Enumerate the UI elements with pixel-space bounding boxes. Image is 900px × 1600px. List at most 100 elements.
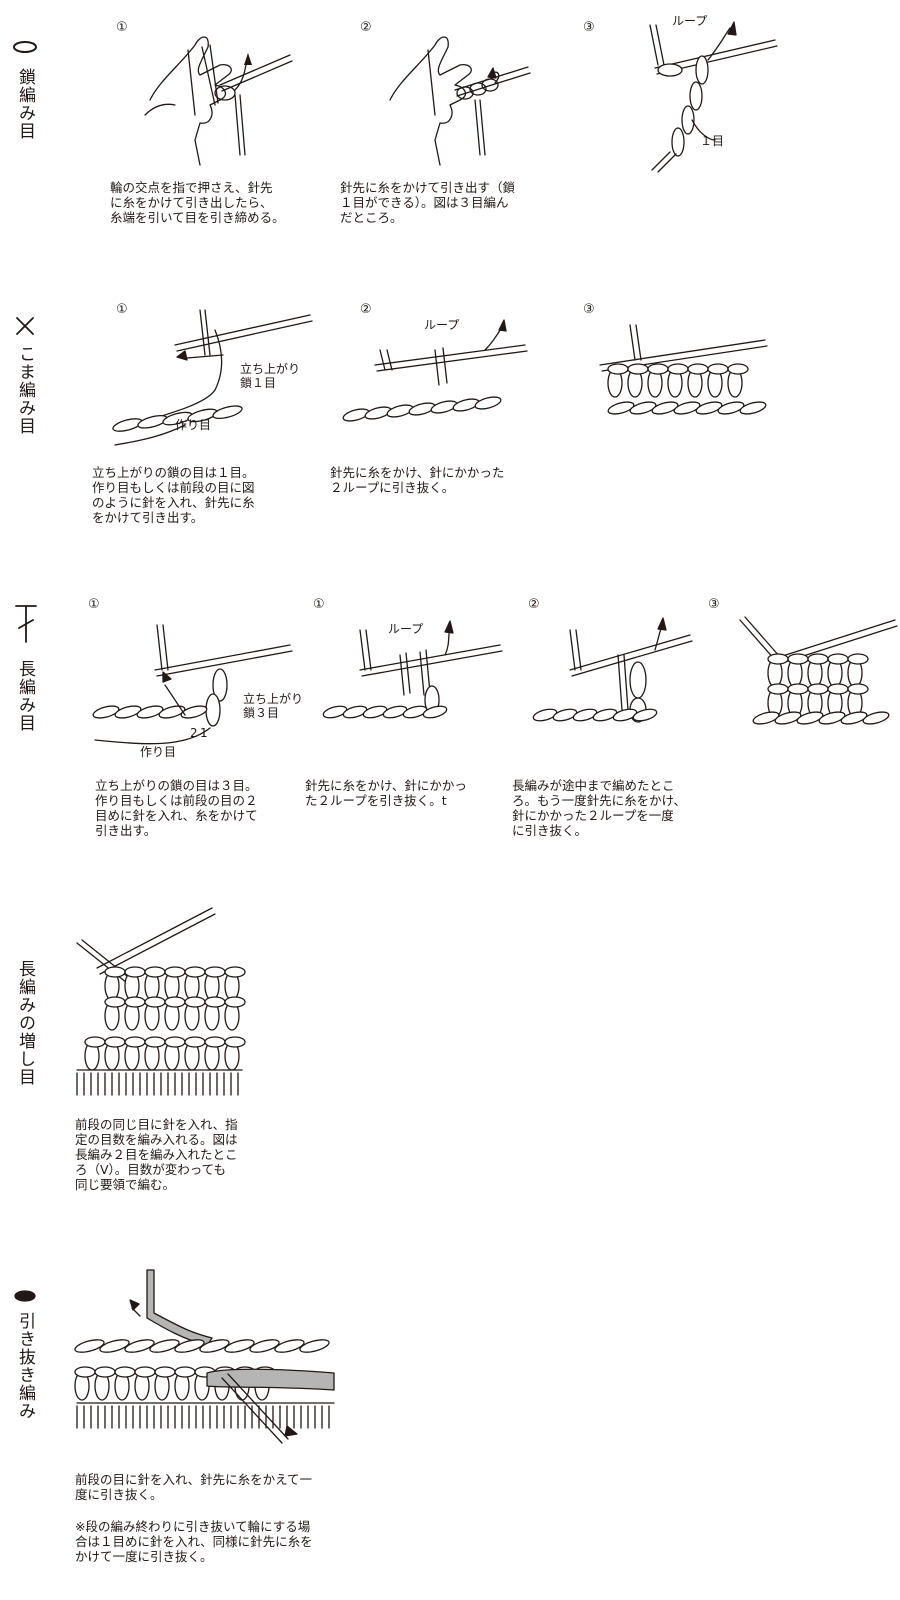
stitch-top [104, 1036, 126, 1048]
chain-stitch [99, 1339, 130, 1353]
chain-stitch [774, 711, 802, 725]
chain-illustration [649, 21, 778, 173]
double-crochet-illustration-3 [532, 617, 693, 723]
stitch-top [154, 1366, 176, 1378]
chain-stitch [607, 401, 635, 415]
chain-stitch [149, 1339, 180, 1353]
stitch-top [224, 1036, 246, 1048]
stitch-top [114, 1366, 136, 1378]
chain-stitch [673, 401, 701, 415]
stitch-top [164, 1036, 186, 1048]
stitch-top [84, 1036, 106, 1048]
note: ※段の編み終わりに引き抜いて輪にする場 合は１目めに針を入れ、同様に針先に糸を … [75, 1519, 313, 1564]
stitch-top [807, 683, 829, 695]
stitch-top [767, 683, 789, 695]
chain-stitch [739, 401, 767, 415]
step-number: ① [116, 302, 128, 317]
stitch-top [647, 363, 669, 375]
chain-stitch [382, 705, 408, 719]
stitch-top [174, 1366, 196, 1378]
chain-stitch [362, 705, 388, 719]
chain-stitch [717, 401, 745, 415]
chain-stitch [124, 1339, 155, 1353]
chain-stitch [629, 401, 657, 415]
chain-stitch [572, 708, 598, 722]
dc-increase-illustration [76, 907, 246, 1096]
section-title-chain: 鎖編み目 [15, 68, 35, 140]
stitch-top [827, 653, 849, 665]
single-crochet-illustration-1 [112, 309, 313, 446]
label-loop: ループ [388, 622, 424, 636]
chain-stitch [651, 401, 679, 415]
stitch-top [204, 1036, 226, 1048]
double-crochet-illustration-1 [92, 624, 293, 745]
caption: 長編みが途中まで編めたとこ ろ。もう一度針先に糸をかけ、 針にかかった２ループを… [512, 778, 687, 838]
caption: 前段の目に針を入れ、針先に糸をかえて一 度に引き抜く。 [75, 1472, 313, 1502]
slip-stitch-symbol-icon [14, 1290, 36, 1302]
stitch-top [184, 966, 206, 978]
stitch-top [707, 363, 729, 375]
label-foundation: 作り目 [140, 745, 177, 759]
stitch-top [104, 966, 126, 978]
chain-stitch [212, 405, 243, 420]
stitch-top [767, 653, 789, 665]
stitch-top [787, 653, 809, 665]
chain-stitch [158, 705, 186, 719]
label-turning-chain: 立ち上がり 鎖３目 [243, 692, 304, 720]
stitch-top [164, 966, 186, 978]
label-foundation: 作り目 [175, 418, 212, 432]
section-title-slip-stitch: 引き抜き編み [15, 1312, 35, 1420]
stitch-top [74, 1366, 96, 1378]
hand-illustration-2 [389, 36, 531, 166]
chain-stitch [342, 705, 368, 719]
single-crochet-symbol-icon [16, 317, 34, 335]
chain-stitch [274, 1339, 305, 1353]
step-number: ② [528, 597, 540, 612]
caption: 立ち上がりの鎖の目は３目。 作り目もしくは前段の目の２ 目めに針を入れ、糸をかけ… [95, 778, 258, 838]
stitch-top [687, 363, 709, 375]
stitch-top [727, 363, 749, 375]
chain-stitch [818, 711, 846, 725]
chain-stitch [474, 396, 502, 410]
stitch-top [667, 363, 689, 375]
chain-stitch [532, 708, 558, 722]
chain-stitch [199, 1339, 230, 1353]
chain-stitch [752, 711, 780, 725]
chain-stitch [224, 1339, 255, 1353]
stitch-top [204, 996, 226, 1008]
double-crochet-illustration-4 [739, 616, 898, 725]
chain-stitch [612, 708, 638, 722]
label-loop: ループ [424, 318, 460, 332]
step-number: ① [88, 597, 100, 612]
label-stitch-1: 1 [200, 726, 208, 740]
single-crochet-illustration-3 [599, 324, 768, 415]
stitch-top [184, 996, 206, 1008]
stitch-top [627, 363, 649, 375]
chain-stitch [174, 1339, 205, 1353]
stitch-top [204, 966, 226, 978]
label-turning-chain: 立ち上がり 鎖１目 [240, 362, 301, 390]
double-crochet-illustration-2 [322, 620, 503, 719]
step-number: ① [116, 20, 128, 35]
chain-stitch [796, 711, 824, 725]
stitch-top [827, 683, 849, 695]
caption: 針先に糸をかけ、針にかかった ２ループに引き抜く。 [330, 465, 505, 495]
chain-stitch [422, 705, 448, 719]
chain-stitch [840, 711, 868, 725]
stitch-top [607, 363, 629, 375]
chain-symbol-icon [13, 41, 37, 53]
stitch-top [124, 966, 146, 978]
hand-illustration-1 [144, 36, 293, 166]
chain-stitch [592, 708, 618, 722]
label-stitch-2: 2 [190, 726, 198, 740]
chain-stitch [695, 401, 723, 415]
chain-stitch [402, 705, 428, 719]
stitch-top [94, 1366, 116, 1378]
section-title-single-crochet: こま編み目 [15, 345, 35, 435]
chain-stitch [136, 705, 164, 719]
chain-stitch [180, 705, 208, 719]
stitch-top [124, 996, 146, 1008]
chain-stitch [249, 1339, 280, 1353]
step-number: ③ [708, 597, 720, 612]
chain-stitch [632, 708, 658, 722]
